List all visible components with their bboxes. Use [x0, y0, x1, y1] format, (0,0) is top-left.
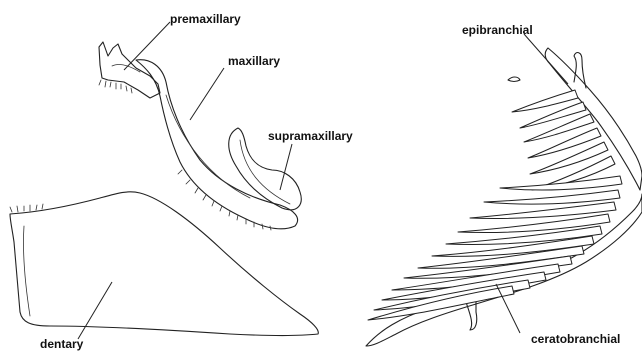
- maxillary-leader: [190, 68, 224, 120]
- gill-arch: epibranchial ceratobranchial: [366, 23, 642, 346]
- dentary-label: dentary: [40, 337, 84, 351]
- premaxillary-bone: [99, 42, 160, 98]
- maxillary-bone: [136, 60, 298, 230]
- epibranchial-label: epibranchial: [462, 23, 533, 37]
- supramaxillary-leader: [280, 144, 292, 190]
- maxillary-label: maxillary: [228, 54, 280, 68]
- ceratobranchial-label: ceratobranchial: [531, 332, 620, 346]
- premaxillary-teeth: [99, 80, 132, 93]
- epibranchial-leader: [524, 34, 568, 84]
- supramaxillary-label: supramaxillary: [268, 129, 353, 143]
- dentary-bone: [10, 192, 318, 336]
- dentary-leader: [78, 282, 112, 339]
- premaxillary-leader: [124, 22, 170, 70]
- jaw-bones: premaxillary maxillary supramaxillary de…: [10, 12, 353, 351]
- upper-rakers: [512, 90, 615, 190]
- premaxillary-label: premaxillary: [170, 12, 241, 26]
- gill-rakers: [368, 90, 622, 320]
- epibranchial-bone: [508, 48, 642, 190]
